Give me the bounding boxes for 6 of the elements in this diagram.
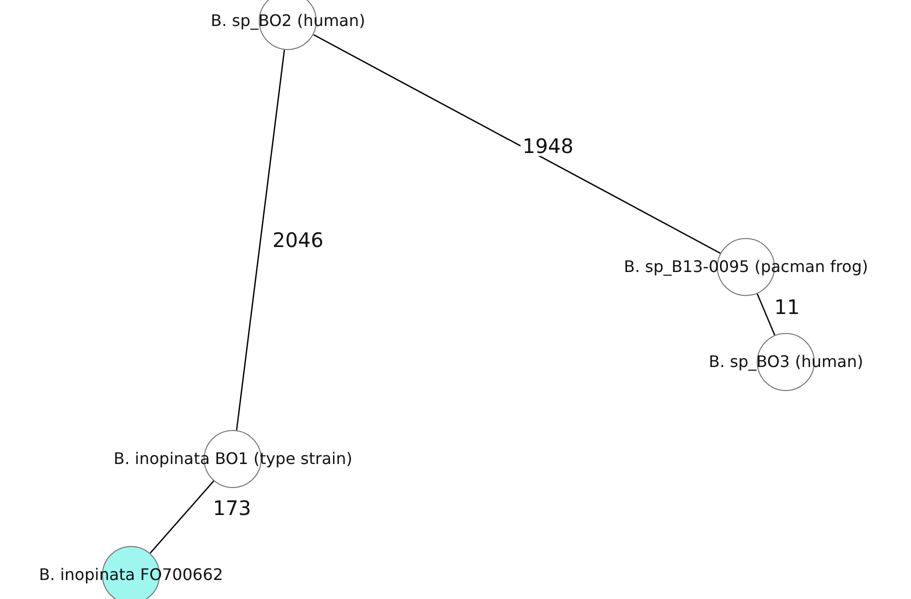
connector-line xyxy=(756,293,776,336)
edge-label: 2046 xyxy=(270,230,326,250)
connector-line xyxy=(236,50,286,430)
connector-line xyxy=(313,34,721,254)
edge-label: 1948 xyxy=(520,136,576,156)
connector-line xyxy=(150,480,214,554)
